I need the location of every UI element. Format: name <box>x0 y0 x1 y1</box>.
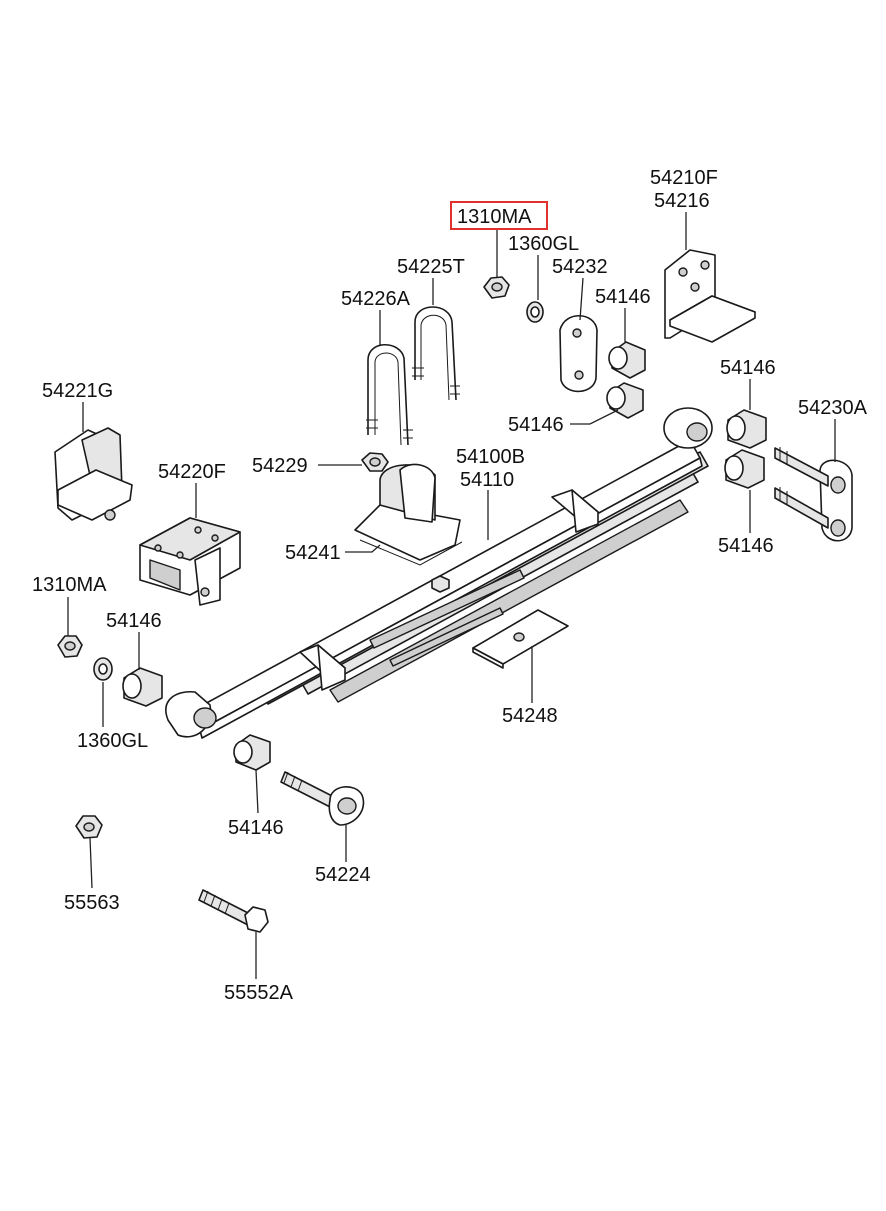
callout-54146-d[interactable]: 54146 <box>718 535 774 557</box>
callout-54216[interactable]: 54216 <box>654 190 710 212</box>
washer-1360gl-left[interactable] <box>93 657 113 681</box>
callout-1360gl-top[interactable]: 1360GL <box>508 233 579 255</box>
callout-54146-e[interactable]: 54146 <box>106 610 162 632</box>
callout-54110[interactable]: 54110 <box>460 469 514 491</box>
callout-54100b[interactable]: 54100B <box>456 446 525 468</box>
u-bolt-54225t[interactable] <box>412 306 460 401</box>
callout-54241[interactable]: 54241 <box>285 542 341 564</box>
callout-54225t[interactable]: 54225T <box>397 256 465 278</box>
callout-54146-f[interactable]: 54146 <box>228 817 284 839</box>
leaf-spring-assembly[interactable] <box>165 407 713 739</box>
callout-54232[interactable]: 54232 <box>552 256 608 278</box>
bracket-54220f[interactable] <box>139 517 241 606</box>
pin-54224[interactable] <box>280 771 365 826</box>
highlight-box <box>450 201 548 230</box>
bushing-54146-left[interactable] <box>122 667 163 707</box>
callout-54229[interactable]: 54229 <box>252 455 308 477</box>
callout-54224[interactable]: 54224 <box>315 864 371 886</box>
callout-54226a[interactable]: 54226A <box>341 288 411 310</box>
callout-55563[interactable]: 55563 <box>64 892 120 914</box>
callout-54146-b[interactable]: 54146 <box>508 414 564 436</box>
callout-1310ma-top[interactable]: 1310MA <box>457 206 532 228</box>
callout-54248[interactable]: 54248 <box>502 705 558 727</box>
bushing-54146-right-upper[interactable] <box>726 409 767 449</box>
nut-54229[interactable] <box>361 452 389 472</box>
callout-54146-c[interactable]: 54146 <box>720 357 776 379</box>
callout-54221g[interactable]: 54221G <box>42 380 113 402</box>
nut-55563[interactable] <box>75 815 103 839</box>
callout-1310ma-left[interactable]: 1310MA <box>32 574 107 596</box>
nut-1310ma-left[interactable] <box>57 635 83 658</box>
spacer-plate-54248[interactable] <box>472 609 569 669</box>
bushing-54146-right-lower[interactable] <box>724 449 765 489</box>
callout-55552a[interactable]: 55552A <box>224 982 294 1004</box>
bushing-54146-upper[interactable] <box>608 341 646 379</box>
hanger-bracket-54210f[interactable] <box>664 249 756 343</box>
callout-54220f[interactable]: 54220F <box>158 461 226 483</box>
callout-54146-a[interactable]: 54146 <box>595 286 651 308</box>
bump-stopper-54241[interactable] <box>354 463 463 566</box>
nut-1310ma-top[interactable] <box>483 276 510 299</box>
bushing-54146-lower[interactable] <box>606 382 644 419</box>
callout-1360gl-left[interactable]: 1360GL <box>77 730 148 752</box>
leader-lines <box>67 212 836 979</box>
shackle-54230a[interactable] <box>774 447 853 542</box>
bolt-55552a[interactable] <box>198 889 269 933</box>
washer-1360gl-top[interactable] <box>526 301 544 323</box>
callout-54210f[interactable]: 54210F <box>650 167 718 189</box>
shackle-plate-54232[interactable] <box>559 315 598 393</box>
callout-54230a[interactable]: 54230A <box>798 397 868 419</box>
bracket-54221g[interactable] <box>54 427 133 521</box>
u-bolt-54226a[interactable] <box>366 344 413 446</box>
bushing-54146-bottom[interactable] <box>233 734 271 771</box>
